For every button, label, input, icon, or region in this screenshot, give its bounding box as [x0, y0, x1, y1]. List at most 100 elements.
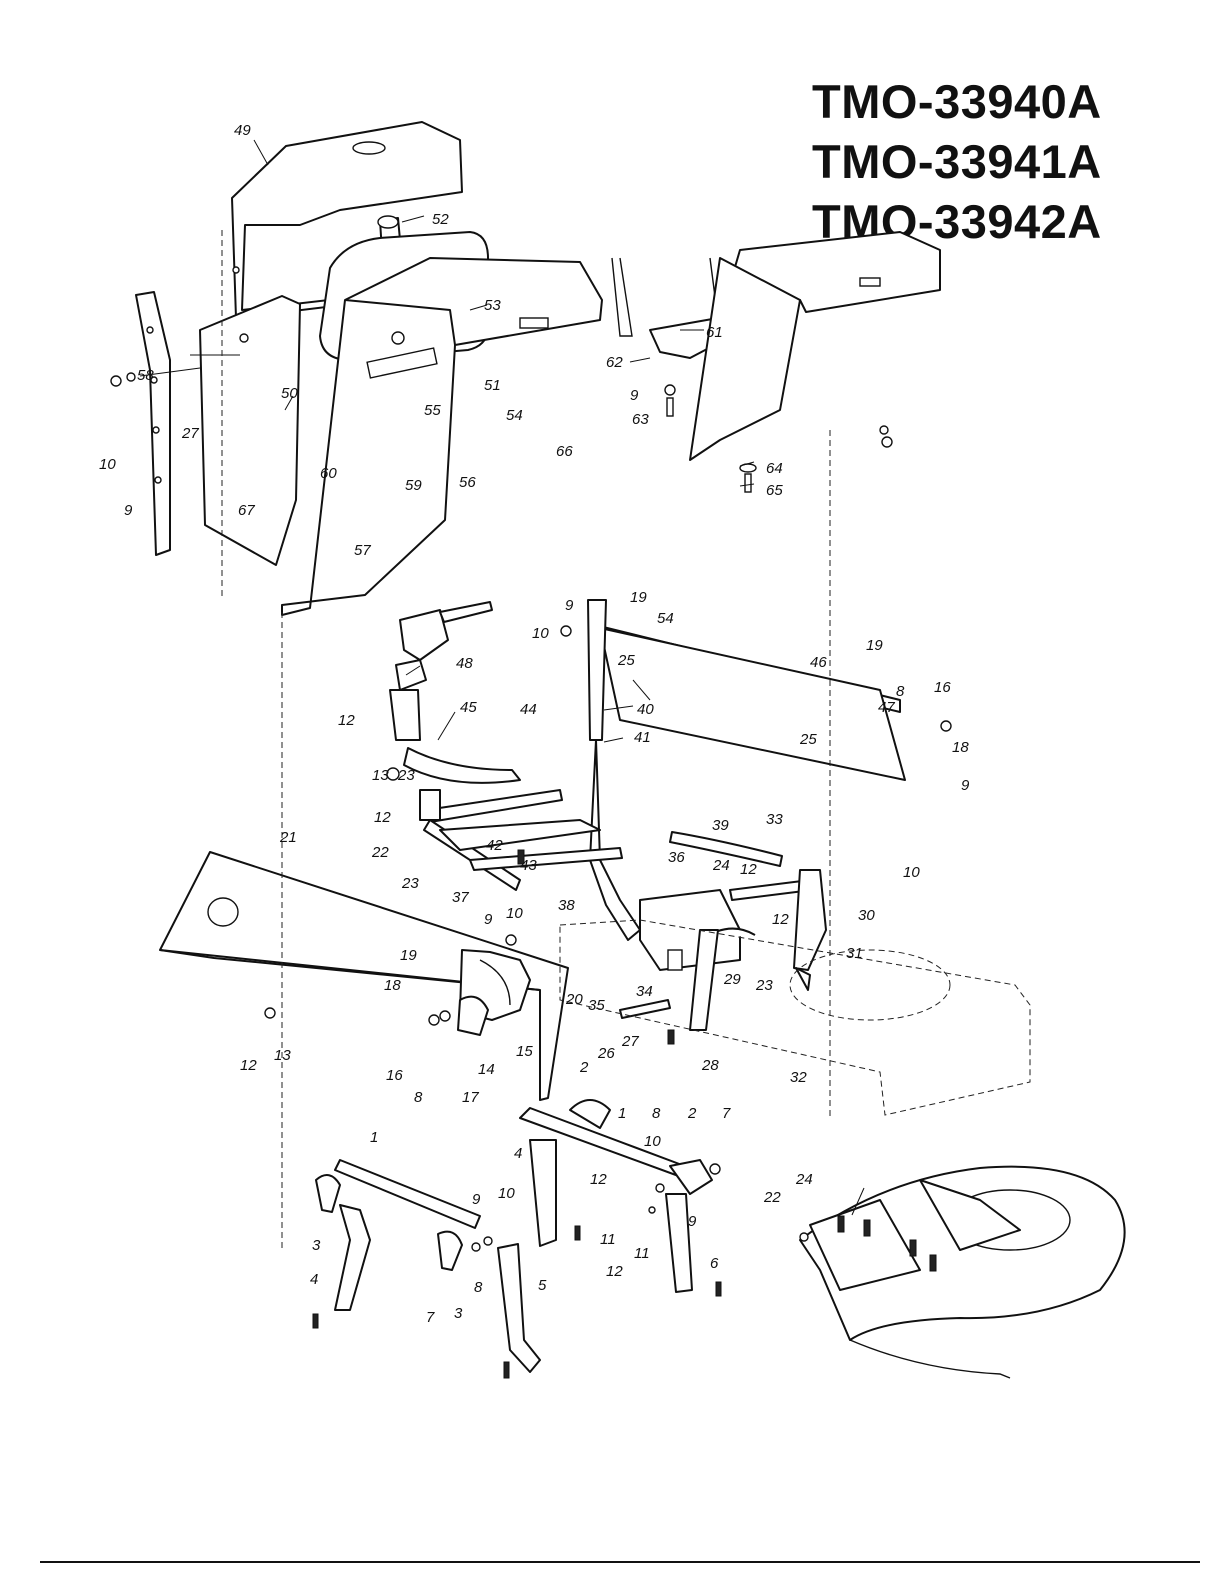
cam-plate: [457, 995, 489, 1036]
callout-56: 56: [459, 474, 476, 491]
callout-59: 59: [405, 477, 422, 494]
model-number: TMO-33940A: [812, 75, 1102, 128]
rear-hanger-link: [665, 1193, 693, 1293]
hanger-bracket: [437, 1230, 463, 1271]
callout-17: 17: [462, 1089, 479, 1106]
callout-19: 19: [866, 637, 883, 654]
lift-handle: [589, 739, 641, 941]
bolt: [666, 397, 674, 417]
seat-slide-rail: [135, 291, 171, 556]
front-link: [334, 1204, 371, 1311]
callout-1: 1: [370, 1129, 378, 1146]
hanger-link: [529, 1139, 557, 1247]
callout-53: 53: [484, 297, 501, 314]
mower-deck-outline: [559, 919, 1031, 1116]
callout-23: 23: [401, 875, 419, 892]
callout-9: 9: [484, 911, 493, 928]
callout-15: 15: [516, 1043, 533, 1060]
callout-58: 58: [137, 367, 154, 384]
pin: [619, 999, 671, 1019]
callout-9: 9: [124, 502, 133, 519]
callout-31: 31: [846, 945, 863, 962]
mower-deck: [799, 1165, 1126, 1379]
callout-64: 64: [766, 460, 783, 477]
callout-29: 29: [723, 971, 741, 988]
steering-gear: [395, 601, 493, 691]
callout-24: 24: [795, 1171, 813, 1188]
callout-13: 13: [274, 1047, 291, 1064]
callout-57: 57: [354, 542, 371, 559]
callout-25: 25: [799, 731, 817, 748]
callout-54: 54: [506, 407, 523, 424]
callout-9: 9: [472, 1191, 481, 1208]
callout-34: 34: [636, 983, 653, 1000]
callout-39: 39: [712, 817, 729, 834]
bracket: [569, 1099, 611, 1129]
washer: [664, 384, 676, 396]
nut: [110, 375, 122, 387]
callout-12: 12: [606, 1263, 623, 1280]
callout-55: 55: [424, 402, 441, 419]
callout-9: 9: [630, 387, 639, 404]
callout-66: 66: [556, 443, 573, 460]
lift-handle-grip: [587, 599, 607, 741]
callout-10: 10: [498, 1185, 515, 1202]
lift-link: [689, 929, 719, 1031]
callout-9: 9: [688, 1213, 697, 1230]
callout-24: 24: [712, 857, 730, 874]
lift-shaft: [425, 789, 563, 823]
callout-19: 19: [630, 589, 647, 606]
callout-28: 28: [701, 1057, 719, 1074]
callout-10: 10: [506, 905, 523, 922]
callout-30: 30: [858, 907, 875, 924]
callout-61: 61: [706, 324, 723, 341]
callout-37: 37: [452, 889, 469, 906]
callout-21: 21: [279, 829, 297, 846]
callout-42: 42: [486, 837, 503, 854]
callout-49: 49: [234, 122, 251, 139]
callout-8: 8: [414, 1089, 423, 1106]
callout-8: 8: [652, 1105, 661, 1122]
model-number-list: TMO-33940A TMO-33941A TMO-33942A: [812, 72, 1212, 252]
bolt: [744, 473, 752, 493]
callout-12: 12: [590, 1171, 607, 1188]
deck-lift-arm: [793, 869, 827, 991]
callout-22: 22: [371, 844, 389, 861]
callout-2: 2: [579, 1059, 589, 1076]
callout-50: 50: [281, 385, 298, 402]
callout-32: 32: [790, 1069, 807, 1086]
callout-46: 46: [810, 654, 827, 671]
callout-11: 11: [634, 1245, 650, 1262]
callout-12: 12: [740, 861, 757, 878]
spring: [669, 831, 783, 867]
rear-link: [497, 1243, 541, 1373]
lift-rod: [469, 847, 623, 871]
callout-27: 27: [621, 1033, 639, 1050]
pivot-bracket: [669, 1159, 713, 1195]
callout-26: 26: [597, 1045, 615, 1062]
callout-35: 35: [588, 997, 605, 1014]
callout-47: 47: [878, 699, 895, 716]
callout-6: 6: [710, 1255, 719, 1272]
callout-12: 12: [772, 911, 789, 928]
seat-frame-inset: [611, 231, 941, 461]
callout-54: 54: [657, 610, 674, 627]
callout-12: 12: [240, 1057, 257, 1074]
callout-13: 13: [372, 767, 389, 784]
callout-1: 1: [618, 1105, 626, 1122]
callout-10: 10: [644, 1133, 661, 1150]
callout-10: 10: [903, 864, 920, 881]
callout-67: 67: [238, 502, 255, 519]
callout-23: 23: [755, 977, 773, 994]
callout-16: 16: [934, 679, 951, 696]
callout-38: 38: [558, 897, 575, 914]
page-divider: [40, 1561, 1200, 1563]
callout-8: 8: [896, 683, 905, 700]
callout-12: 12: [338, 712, 355, 729]
callout-4: 4: [514, 1145, 522, 1162]
model-number: TMO-33941A: [812, 135, 1102, 188]
callout-10: 10: [99, 456, 116, 473]
seat-mounting-plate: [199, 266, 301, 566]
callout-60: 60: [320, 465, 337, 482]
